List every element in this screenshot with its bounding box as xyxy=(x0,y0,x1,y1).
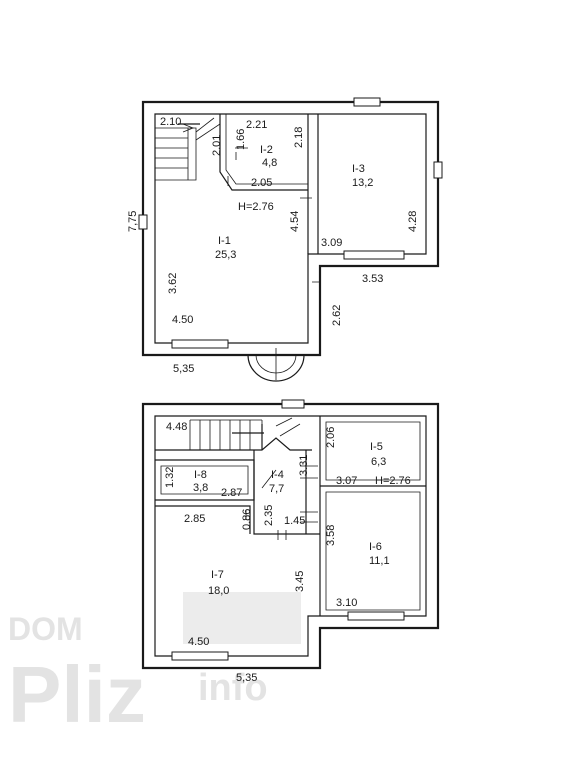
dim-r6-left: 3.58 xyxy=(325,525,337,546)
dim-r6-width: 3.10 xyxy=(336,597,357,609)
dim-r8-width: 2.87 xyxy=(221,487,242,499)
dim-porch: 2.62 xyxy=(331,305,343,326)
dim-r1-width: 4.50 xyxy=(172,314,193,326)
floor-2-plan: 4.48 2.06 I-5 6,3 3.31 1.32 I-8 3,8 I-4 … xyxy=(141,399,440,684)
floor-2-stairs xyxy=(155,417,312,451)
room-1-3-label: I-3 xyxy=(352,163,365,175)
room-1-6-inner xyxy=(325,491,421,611)
dim-r7-right: 3.45 xyxy=(294,571,306,592)
dim-r3-bottom-left: 3.09 xyxy=(321,237,342,249)
room-1-1-area: 25,3 xyxy=(215,249,236,261)
dim-r7-top: 2.85 xyxy=(184,513,205,525)
room-1-7-label: I-7 xyxy=(211,569,224,581)
room-1-8-label: I-8 xyxy=(194,469,207,481)
floor-2-ceiling-height: H=2.76 xyxy=(375,475,411,487)
floor-1-outer-wall xyxy=(141,100,440,357)
floor-2-outer-wall xyxy=(141,402,440,670)
floor-1-stairs-arrow xyxy=(182,123,195,133)
dim-hall-bottom: 1.45 xyxy=(284,515,305,527)
dim-r5-width: 3.07 xyxy=(336,475,357,487)
floor-1-bay xyxy=(247,354,305,382)
dim-r2-top: 2.21 xyxy=(246,119,267,131)
room-1-5-area: 6,3 xyxy=(371,456,386,468)
dim-r3-width: 3.53 xyxy=(362,273,383,285)
floor-1-outer-height: 7,75 xyxy=(127,211,139,232)
watermark-pliz: Pliz xyxy=(8,650,146,739)
dim-stairs-depth: 2.01 xyxy=(211,135,223,156)
room-1-2-wall-inner xyxy=(225,114,308,185)
room-1-8-wall-inner xyxy=(160,465,249,495)
dim-f2-stairs-width: 4.48 xyxy=(166,421,187,433)
hall-1-4-wall xyxy=(253,450,320,535)
dim-r1-left: 3.62 xyxy=(167,273,179,294)
watermark-block xyxy=(183,592,301,644)
room-1-5-label: I-5 xyxy=(370,441,383,453)
floor-2-window-bottom xyxy=(171,651,229,661)
floor-1-bay-inner xyxy=(255,348,297,380)
floor-1-window-top xyxy=(353,97,381,107)
room-1-3-area: 13,2 xyxy=(352,177,373,189)
floor-1-dimension-ticks xyxy=(227,147,320,283)
dim-hall-height: 3.31 xyxy=(298,455,310,476)
watermark-info: info xyxy=(198,667,268,709)
room-1-7-area: 18,0 xyxy=(208,585,229,597)
floor-1-window-right xyxy=(433,161,443,179)
floor-1-window-bottom xyxy=(171,339,229,349)
dim-r3-right: 4.28 xyxy=(407,211,419,232)
room-1-6-label: I-6 xyxy=(369,541,382,553)
floor-1-window-r3 xyxy=(343,250,405,260)
room-1-8-area: 3,8 xyxy=(193,482,208,494)
room-1-7-wall xyxy=(155,505,251,534)
floor-2-window-top xyxy=(281,399,305,409)
dim-r7-gap: 0.86 xyxy=(241,509,253,530)
floor-2-window-r6 xyxy=(347,611,405,621)
dim-r5-left: 2.06 xyxy=(325,427,337,448)
floor-1-stairs xyxy=(155,117,221,181)
room-1-5-inner xyxy=(325,421,421,481)
room-1-4-area: 7,7 xyxy=(269,483,284,495)
floor-1-door-left xyxy=(138,214,148,230)
floor-2-inner-wall xyxy=(154,415,427,657)
floor-2-dimension-ticks xyxy=(245,465,318,540)
dim-r1-divider: 4.54 xyxy=(289,211,301,232)
dim-r8-left: 1.32 xyxy=(164,467,176,488)
floor-2-outer-width: 5,35 xyxy=(236,672,257,684)
dim-r2-left: 1.66 xyxy=(235,129,247,150)
floor-1-ceiling-height: H=2.76 xyxy=(238,201,274,213)
watermark-dom: DOM xyxy=(8,611,83,647)
room-1-1-label: I-1 xyxy=(218,235,231,247)
dim-stairs-width: 2.10 xyxy=(160,116,181,128)
room-1-4-label: I-4 xyxy=(271,469,284,481)
dim-hall-left: 2.35 xyxy=(263,505,275,526)
dim-r2-right: 2.18 xyxy=(293,127,305,148)
dim-r2-bottom: 2.05 xyxy=(251,177,272,189)
room-1-2-wall xyxy=(219,114,308,191)
watermark: DOM Pliz info xyxy=(8,611,268,739)
floor-1-outer-width: 5,35 xyxy=(173,363,194,375)
dim-r7-width: 4.50 xyxy=(188,636,209,648)
room-1-2-label: I-2 xyxy=(260,144,273,156)
room-1-2-area: 4,8 xyxy=(262,157,277,169)
floor-1-plan: 7,75 5,35 2.10 2.01 2.21 2.18 1.66 I-2 4… xyxy=(127,97,443,382)
room-1-6-area: 11,1 xyxy=(369,555,390,567)
